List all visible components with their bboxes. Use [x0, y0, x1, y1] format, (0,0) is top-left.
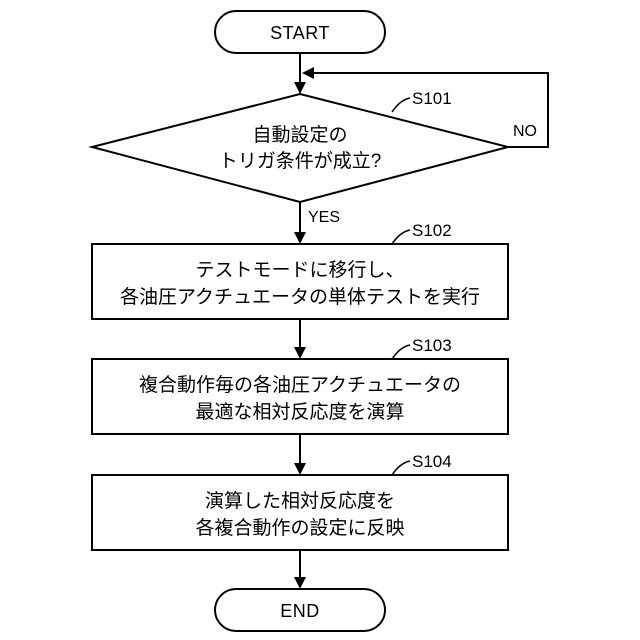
process-s103-line-2: 最適な相対反応度を演算 [195, 401, 404, 423]
step-id-s104: S104 [412, 452, 452, 471]
process-s103-line-1: 複合動作毎の各油圧アクチュエータの [139, 374, 461, 396]
step-leader-s103 [392, 345, 410, 359]
decision-s101: 自動設定の トリガ条件が成立? S101 NO YES [92, 89, 537, 226]
process-s102-line-2: 各油圧アクチュエータの単体テストを実行 [120, 286, 480, 308]
step-leader-s104 [392, 461, 410, 475]
process-s104-line-1: 演算した相対反応度を [205, 490, 395, 512]
process-s104-line-2: 各複合動作の設定に反映 [195, 517, 404, 539]
start-label: START [270, 23, 330, 43]
arrowhead-s103-in [294, 347, 306, 359]
arrowhead-s104-in [294, 463, 306, 475]
yes-label: YES [308, 209, 340, 226]
arrowhead-s102-in [294, 232, 306, 244]
step-id-s101: S101 [412, 89, 452, 108]
arrowhead-no-loop [302, 67, 314, 79]
step-id-s103: S103 [412, 336, 452, 355]
arrowhead-decision-in [294, 82, 306, 94]
step-leader-s101 [392, 98, 410, 112]
process-s102-line-1: テストモードに移行し、 [195, 259, 404, 281]
arrowhead-end-in [294, 577, 306, 589]
decision-line-1: 自動設定の [252, 124, 347, 146]
end-label: END [280, 601, 320, 621]
decision-diamond [92, 94, 508, 202]
decision-line-2: トリガ条件が成立? [219, 150, 382, 172]
end-terminal: END [215, 589, 385, 631]
step-id-s102: S102 [412, 221, 452, 240]
start-terminal: START [215, 11, 385, 53]
no-label: NO [513, 123, 537, 140]
step-leader-s102 [392, 230, 410, 244]
